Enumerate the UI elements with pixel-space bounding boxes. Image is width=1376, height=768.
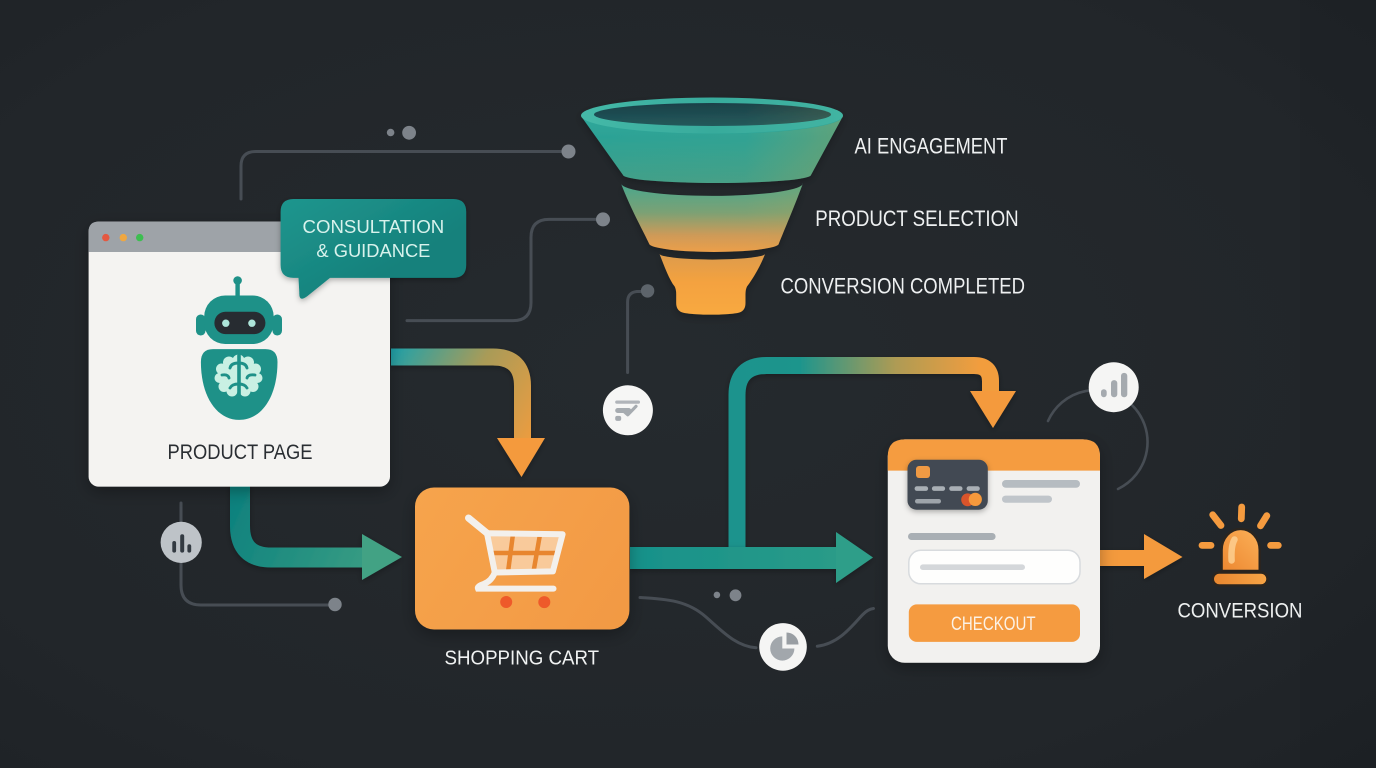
svg-text:CHECKOUT: CHECKOUT — [951, 613, 1036, 635]
svg-text:CONVERSION COMPLETED: CONVERSION COMPLETED — [781, 273, 1026, 298]
svg-text:PRODUCT PAGE: PRODUCT PAGE — [168, 441, 313, 464]
svg-text:SHOPPING CART: SHOPPING CART — [445, 647, 600, 670]
svg-text:CONSULTATION: CONSULTATION — [303, 217, 445, 237]
svg-text:PRODUCT SELECTION: PRODUCT SELECTION — [815, 206, 1018, 231]
svg-text:CONVERSION: CONVERSION — [1178, 599, 1303, 623]
svg-text:& GUIDANCE: & GUIDANCE — [316, 241, 430, 261]
svg-text:AI ENGAGEMENT: AI ENGAGEMENT — [855, 134, 1008, 159]
